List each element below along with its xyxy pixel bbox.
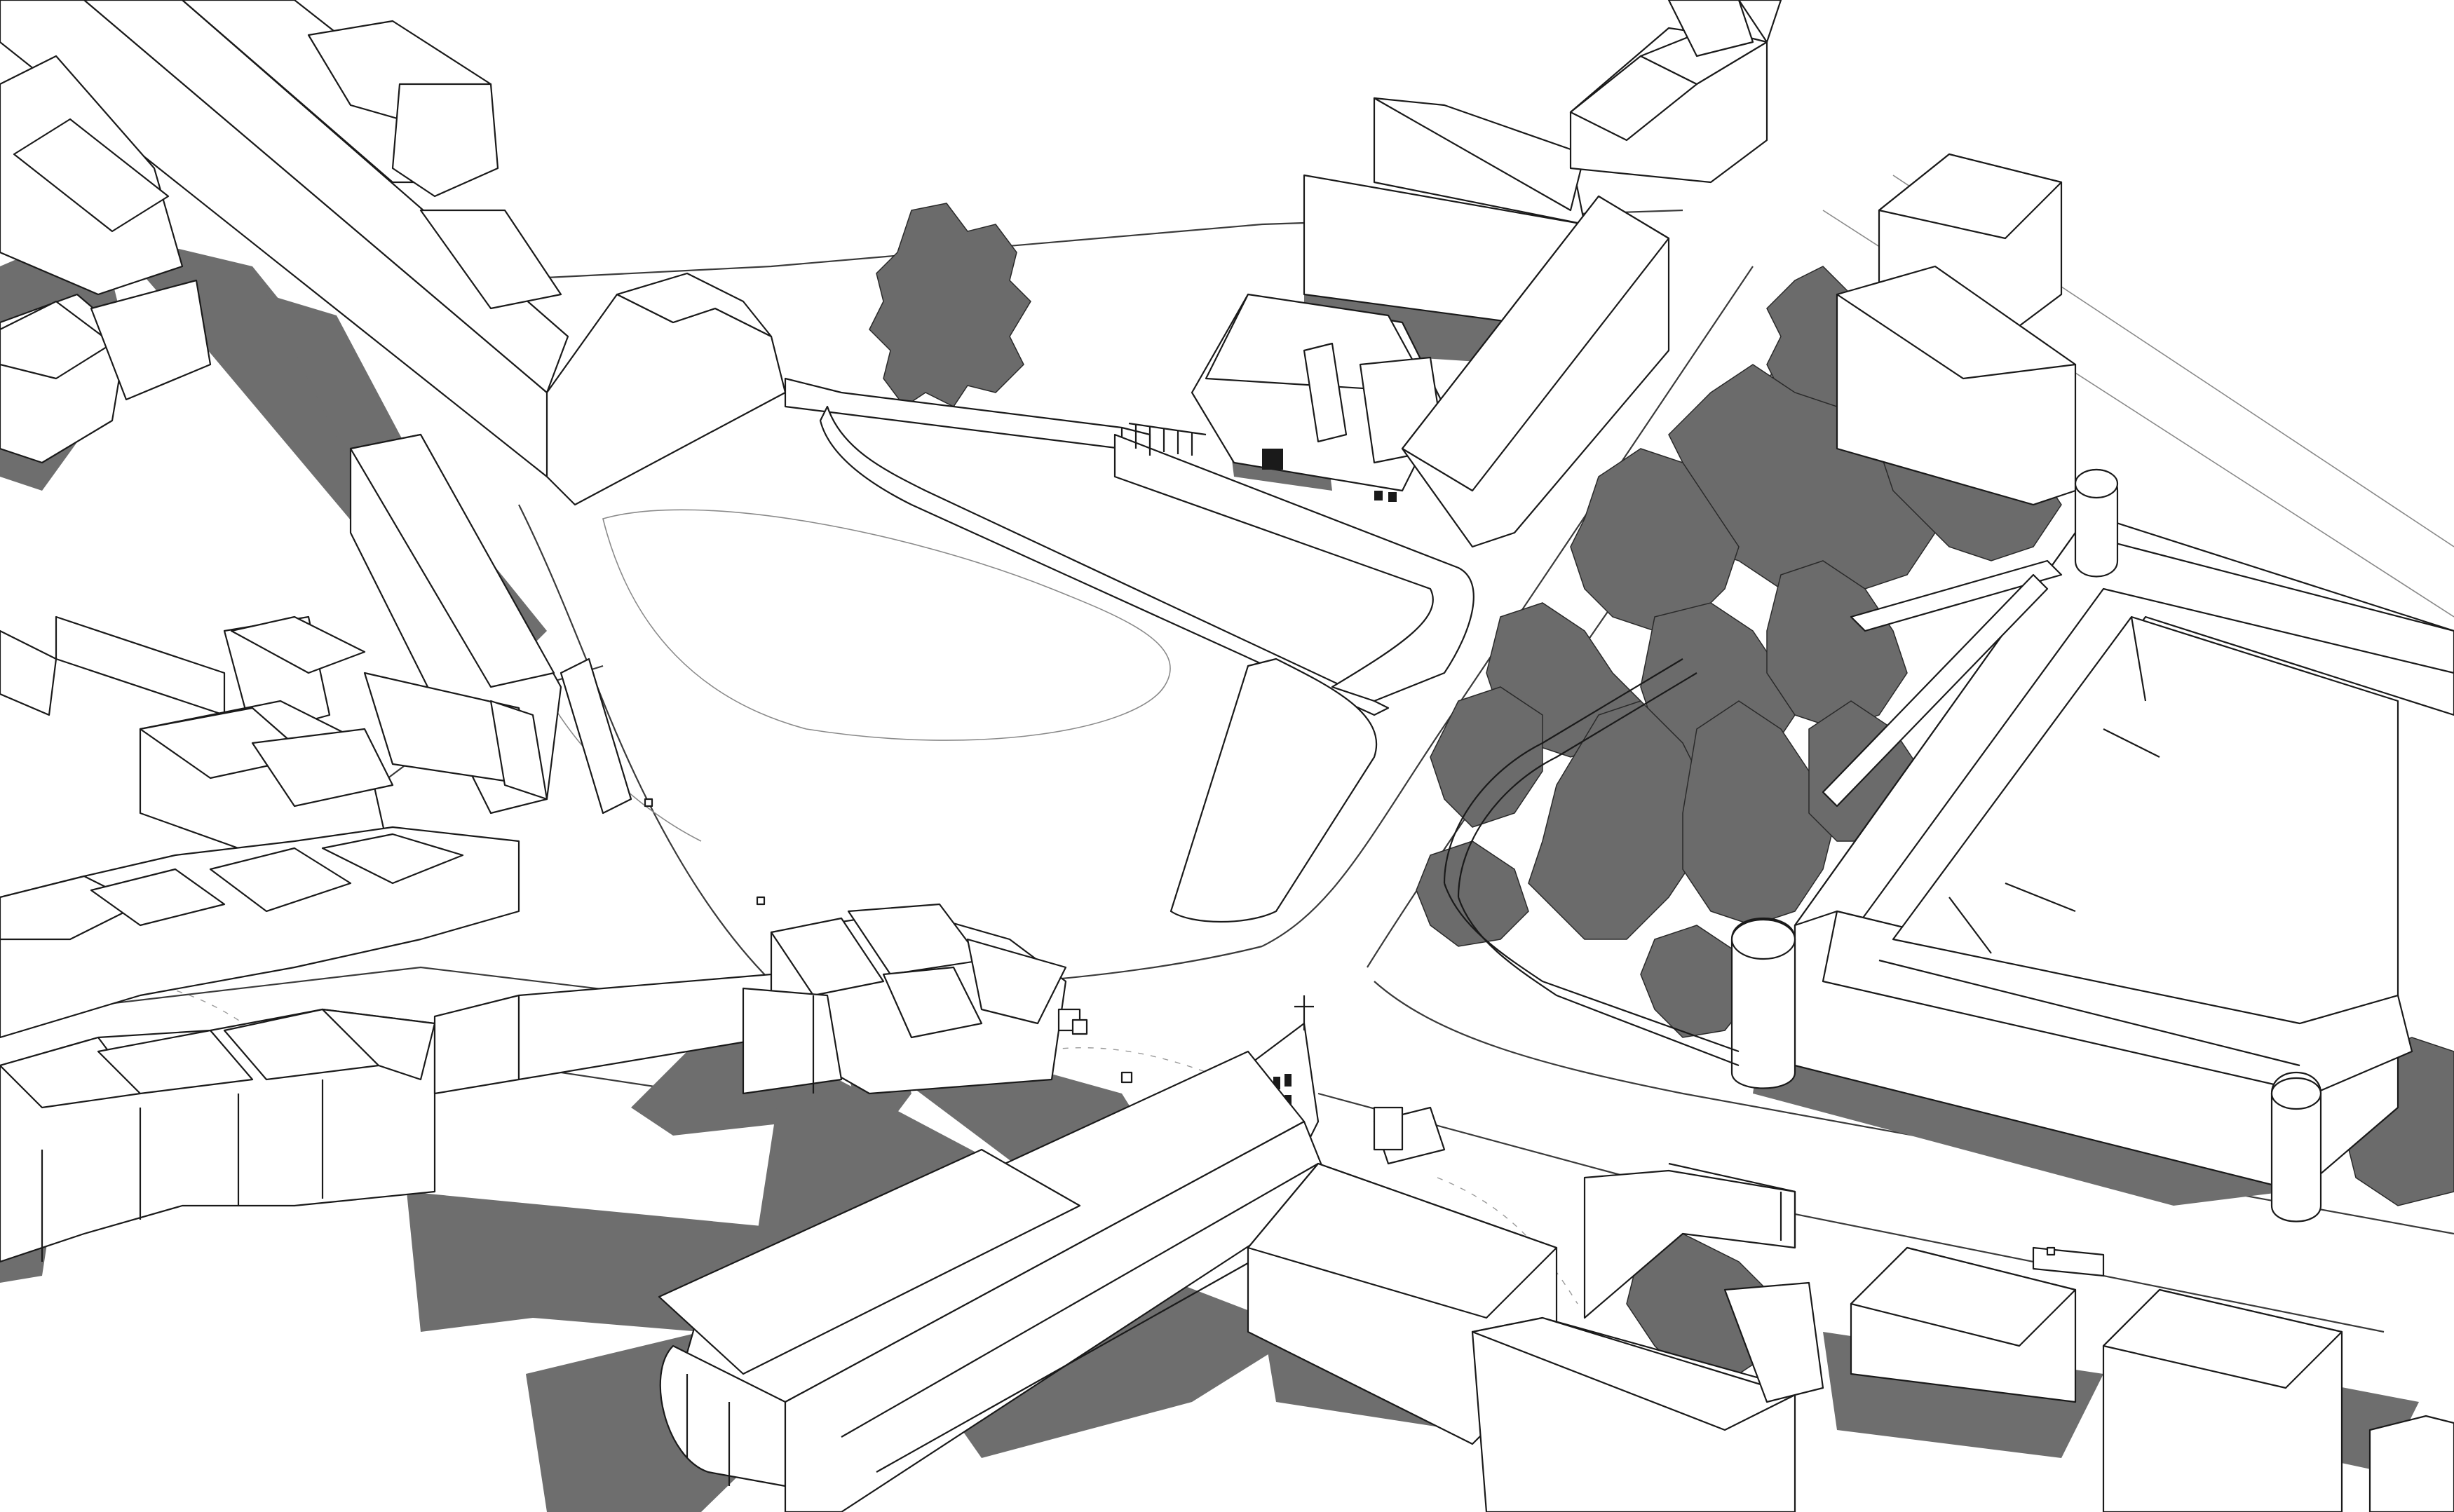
corner-tower-top xyxy=(2270,1077,2322,1110)
bollard xyxy=(1120,1071,1133,1084)
garden-enclosure xyxy=(1443,658,1796,1248)
building-roof xyxy=(770,917,885,997)
building-block xyxy=(433,994,520,1095)
building-block xyxy=(784,1120,1334,1512)
kiosk xyxy=(1373,1106,1404,1151)
building-roof xyxy=(391,83,499,198)
terrace-wall xyxy=(1113,433,1475,702)
courtyard-floor xyxy=(1892,615,2399,1025)
building-roof xyxy=(1850,1246,2077,1347)
door-opening xyxy=(1262,449,1283,470)
bench xyxy=(560,658,632,815)
building-cluster-south-centre xyxy=(742,903,1081,1095)
building-roof xyxy=(90,868,226,927)
building-roof xyxy=(1836,265,2077,380)
building-block xyxy=(0,629,57,716)
tree-canopy xyxy=(1682,700,1838,926)
corner-tower-top xyxy=(2074,468,2119,499)
bollard xyxy=(756,896,766,906)
window-opening xyxy=(1374,491,1383,500)
building-roof xyxy=(1401,195,1670,492)
building-roof xyxy=(321,1008,436,1081)
corner-tower-top xyxy=(1730,918,1796,960)
tree-canopy xyxy=(1416,840,1529,947)
building-block xyxy=(2032,1246,2105,1277)
building-roof xyxy=(13,118,170,233)
building-row-southeast xyxy=(1247,1106,2454,1512)
bollard xyxy=(2046,1246,2056,1256)
courtyard-wall xyxy=(1850,559,2063,632)
church-roof xyxy=(658,1148,1081,1375)
corner-tower xyxy=(2270,1072,2322,1222)
retaining-wall xyxy=(819,405,1390,716)
tree-canopy xyxy=(1640,925,1754,1038)
building-row-west-street xyxy=(0,826,773,1263)
building-roof xyxy=(0,300,114,380)
building-block xyxy=(2368,1415,2454,1512)
planted-strip xyxy=(1170,658,1378,923)
bollard xyxy=(1071,1019,1088,1035)
building-roof xyxy=(349,433,555,688)
building-block xyxy=(742,987,843,1095)
tree-canopy xyxy=(1766,560,1908,730)
courtyard-wall xyxy=(1822,573,2049,808)
building-roof xyxy=(251,728,394,808)
corner-tower xyxy=(1730,917,1796,1089)
building-block xyxy=(90,279,212,401)
tree-canopy xyxy=(1430,686,1543,828)
window-opening xyxy=(1388,492,1397,502)
building-roof xyxy=(209,847,352,913)
forecourt-and-retaining-wall xyxy=(784,377,1475,923)
building-block xyxy=(230,615,366,674)
tree-canopy xyxy=(1528,700,1711,940)
building-roof xyxy=(1247,1162,1558,1319)
building-block xyxy=(1737,0,1782,43)
building-roof xyxy=(83,0,569,394)
building-cluster-northeast xyxy=(1836,153,2077,506)
building-block xyxy=(489,700,548,801)
building-block xyxy=(1303,342,1348,443)
building-roof xyxy=(321,833,464,885)
building-roof xyxy=(2102,1288,2343,1389)
church-apse xyxy=(659,1344,787,1487)
building-block xyxy=(55,615,226,716)
building-row-northwest xyxy=(0,0,787,506)
building-roof xyxy=(882,966,983,1039)
building-church xyxy=(658,995,1334,1512)
building-roof xyxy=(966,938,1067,1025)
building-cluster-north-centre xyxy=(1191,0,1782,548)
building-roof xyxy=(1878,153,2063,240)
building-roof xyxy=(419,209,562,310)
building-row-west xyxy=(0,433,562,885)
building-block xyxy=(1667,0,1754,57)
tree-canopy xyxy=(869,203,1031,408)
building-roof xyxy=(97,1029,254,1095)
building-courtyard-east xyxy=(1730,468,2454,1222)
bollard xyxy=(644,798,653,808)
building-roof xyxy=(616,272,773,338)
street-furniture xyxy=(560,658,2056,1256)
building-block xyxy=(1723,1281,1824,1403)
gate-railing xyxy=(1128,422,1207,456)
